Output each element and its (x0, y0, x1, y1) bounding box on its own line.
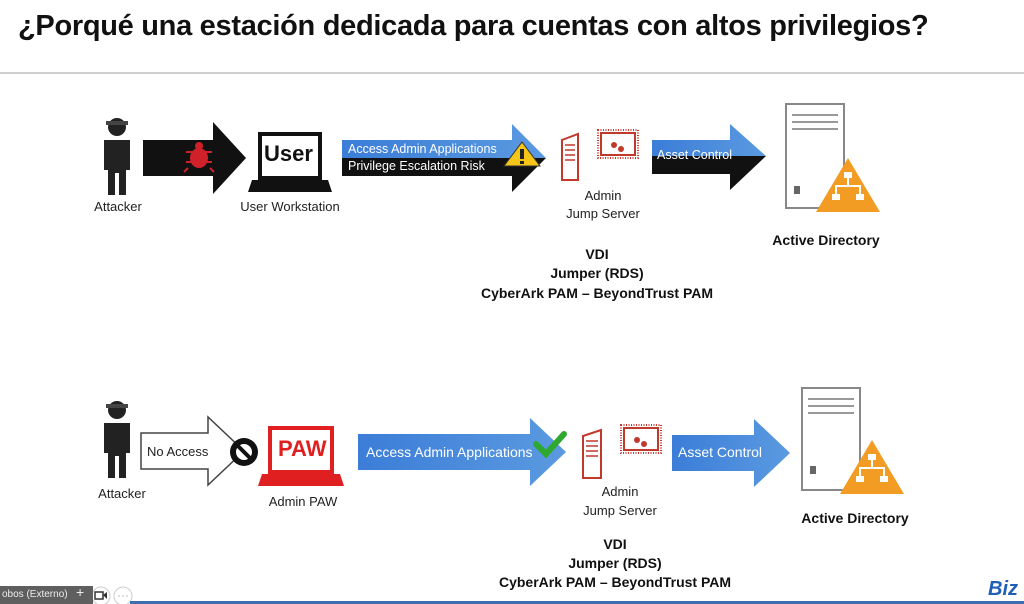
workstation-label: User Workstation (240, 199, 340, 214)
access-arrow-bottom (358, 418, 566, 486)
ad-hierarchy-icon (816, 158, 880, 212)
paw-label: Admin PAW (268, 494, 338, 509)
app-window-icon-bottom (620, 424, 662, 454)
option-vdi-bottom: VDI (603, 536, 627, 552)
block-icon (230, 438, 258, 466)
add-button[interactable]: + (76, 584, 85, 600)
checkmark-icon (533, 431, 567, 459)
asset-arrow-bottom (672, 419, 790, 487)
jump-server-label-2-bottom: Jump Server (583, 503, 657, 518)
asset-control-text: Asset Control (657, 148, 733, 162)
option-pam: CyberArk PAM – BeyondTrust PAM (480, 285, 714, 301)
user-laptop-icon (248, 132, 332, 192)
no-access-text: No Access (147, 444, 209, 459)
jump-server-label-1-bottom: Admin (601, 484, 639, 499)
ad-hierarchy-icon-bottom (840, 440, 904, 494)
more-icon (113, 586, 133, 604)
jump-server-label-2: Jump Server (566, 206, 640, 221)
asset-control-text-bottom: Asset Control (678, 444, 763, 460)
option-jumper: Jumper (RDS) (550, 265, 644, 281)
user-screen-text: User (264, 141, 313, 166)
server-icon (561, 132, 579, 181)
warning-icon (503, 141, 541, 167)
bottom-accent-line (130, 601, 1024, 604)
brand-logo: Biz (988, 578, 1018, 600)
bug-icon (183, 142, 215, 173)
camera-icon (91, 586, 111, 604)
paw-screen-text: PAW (278, 436, 327, 461)
asset-arrow-top (652, 124, 766, 190)
option-vdi: VDI (585, 246, 609, 262)
paw-laptop-icon (258, 426, 344, 486)
access-arrow-text-bottom: Access Admin Applications (366, 444, 533, 460)
attacker-icon (104, 118, 130, 195)
risk-arrow-text: Privilege Escalation Risk (348, 159, 485, 173)
attacker-label-bottom: Attacker (98, 486, 146, 501)
slide-title: ¿Porqué una estación dedicada para cuent… (18, 10, 929, 42)
option-pam-bottom: CyberArk PAM – BeyondTrust PAM (498, 574, 732, 590)
access-arrow-top (342, 124, 546, 192)
app-window-icon (597, 129, 639, 159)
attacker-icon-bottom (104, 401, 130, 478)
jump-server-label-1: Admin (584, 188, 622, 203)
title-divider (0, 72, 1024, 74)
attacker-label: Attacker (94, 199, 142, 214)
ad-label-bottom: Active Directory (801, 510, 909, 526)
meeting-participant-tab[interactable]: obos (Externo) (0, 586, 93, 604)
server-icon-bottom (582, 428, 602, 479)
option-jumper-bottom: Jumper (RDS) (568, 555, 662, 571)
no-access-arrow (140, 415, 246, 487)
domain-controller-icon-bottom (801, 387, 861, 491)
access-arrow-text: Access Admin Applications (348, 142, 497, 156)
ad-label: Active Directory (772, 232, 880, 248)
